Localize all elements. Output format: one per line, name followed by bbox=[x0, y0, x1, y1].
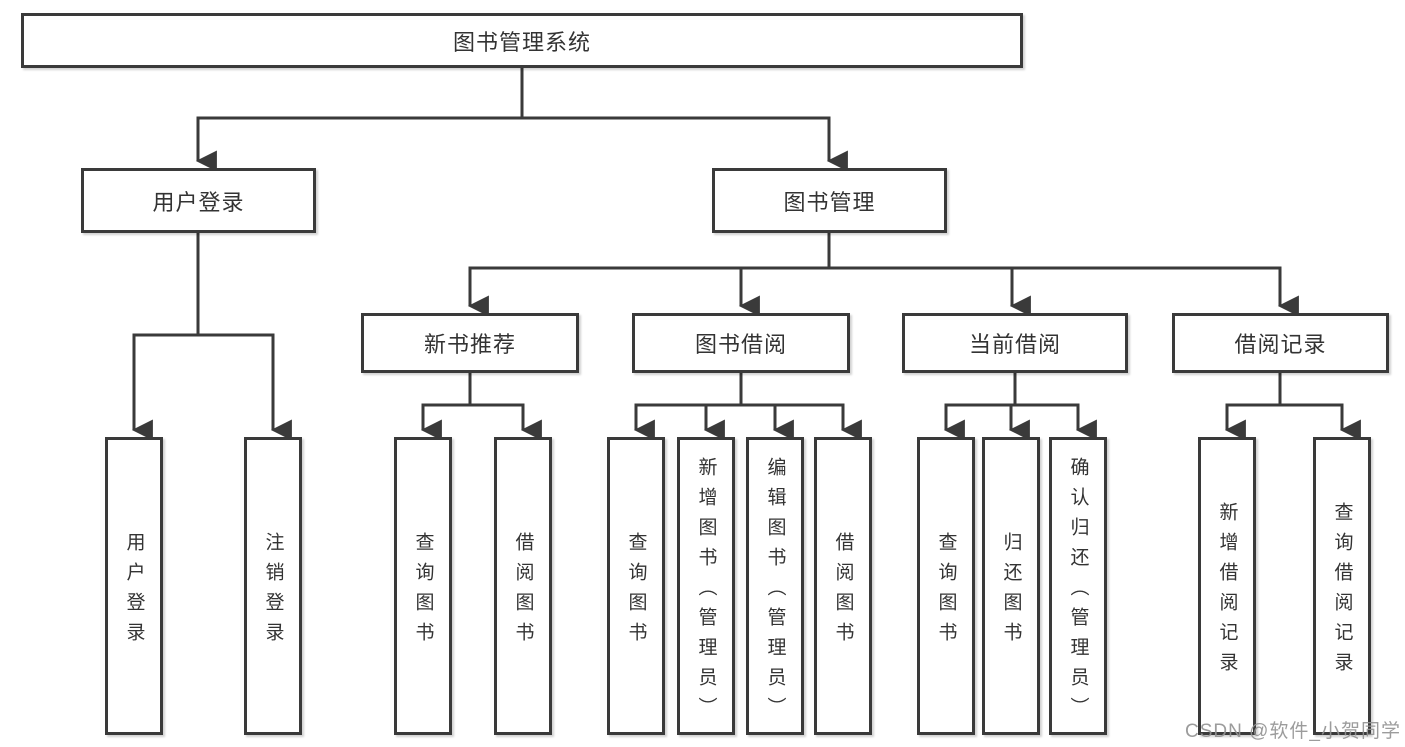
leaf-cb-return-books: 归还图书 bbox=[982, 437, 1040, 735]
node-label: 编辑图书（管理员） bbox=[764, 456, 786, 727]
leaf-rec-query-record: 查询借阅记录 bbox=[1313, 437, 1371, 735]
leaf-logout: 注销登录 bbox=[244, 437, 302, 735]
leaf-bb-add-books-admin: 新增图书（管理员） bbox=[677, 437, 735, 735]
node-label: 新增借阅记录 bbox=[1216, 501, 1238, 682]
node-label: 注销登录 bbox=[262, 531, 284, 652]
node-label: 借阅图书 bbox=[512, 531, 534, 652]
leaf-cb-confirm-return-admin: 确认归还（管理员） bbox=[1049, 437, 1107, 735]
node-system-root: 图书管理系统 bbox=[21, 13, 1023, 68]
leaf-nb-borrow-books: 借阅图书 bbox=[494, 437, 552, 735]
node-label: 图书管理系统 bbox=[452, 29, 591, 55]
node-label: 查询图书 bbox=[625, 531, 647, 652]
leaf-bb-borrow-books: 借阅图书 bbox=[814, 437, 872, 735]
leaf-bb-edit-books-admin: 编辑图书（管理员） bbox=[746, 437, 804, 735]
node-current-borrowing: 当前借阅 bbox=[902, 313, 1128, 373]
node-label: 用户登录 bbox=[123, 531, 145, 652]
node-label: 查询图书 bbox=[935, 531, 957, 652]
node-label: 图书管理 bbox=[783, 189, 876, 215]
node-label: 查询图书 bbox=[412, 531, 434, 652]
node-book-borrowing: 图书借阅 bbox=[632, 313, 850, 373]
node-book-management: 图书管理 bbox=[712, 168, 947, 233]
node-borrowing-records: 借阅记录 bbox=[1172, 313, 1389, 373]
leaf-user-login: 用户登录 bbox=[105, 437, 163, 735]
node-label: 查询借阅记录 bbox=[1331, 501, 1353, 682]
leaf-rec-add-record: 新增借阅记录 bbox=[1198, 437, 1256, 735]
node-label: 图书借阅 bbox=[694, 332, 787, 357]
node-label: 借阅记录 bbox=[1234, 332, 1327, 357]
node-label: 归还图书 bbox=[1000, 531, 1022, 652]
node-label: 当前借阅 bbox=[968, 332, 1061, 357]
leaf-bb-query-books: 查询图书 bbox=[607, 437, 665, 735]
node-label: 用户登录 bbox=[152, 189, 245, 215]
node-label: 借阅图书 bbox=[832, 531, 854, 652]
watermark-text: CSDN @软件_小贺同学 bbox=[1185, 721, 1401, 742]
leaf-nb-query-books: 查询图书 bbox=[394, 437, 452, 735]
node-label: 确认归还（管理员） bbox=[1067, 456, 1089, 727]
node-user-login: 用户登录 bbox=[81, 168, 316, 233]
node-new-book-recommend: 新书推荐 bbox=[361, 313, 579, 373]
node-label: 新书推荐 bbox=[423, 332, 516, 357]
leaf-cb-query-books: 查询图书 bbox=[917, 437, 975, 735]
node-label: 新增图书（管理员） bbox=[695, 456, 717, 727]
